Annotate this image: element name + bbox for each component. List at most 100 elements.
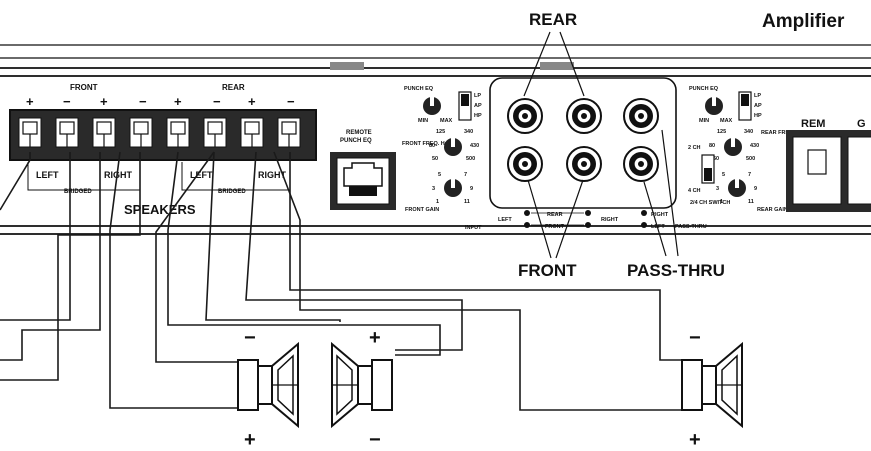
- amplifier-body-outline: [0, 67, 871, 235]
- polarity-2: −: [63, 94, 71, 109]
- rear-freq-tick-5: 50: [713, 156, 719, 162]
- remote-label: REMOTE: [346, 130, 372, 136]
- speaker-3: [681, 343, 743, 427]
- rear-freq-knob[interactable]: [724, 138, 742, 156]
- front-punch-eq-knob[interactable]: [423, 97, 441, 115]
- pass-thru-right-label: RIGHT: [651, 212, 669, 218]
- polarity-3: +: [100, 94, 108, 109]
- gnd-terminal[interactable]: [847, 136, 871, 205]
- front-callout-lines: [527, 179, 584, 259]
- front-freq-tick-5: 50: [432, 156, 438, 162]
- front-filter-switch[interactable]: [458, 91, 472, 121]
- speaker-3-top-polarity: −: [689, 327, 701, 349]
- rear-filter-switch[interactable]: [738, 91, 752, 121]
- ch-switch[interactable]: [701, 154, 715, 184]
- front-freq-tick-3: 80: [429, 143, 435, 149]
- rear-gain-tick-3: 3: [716, 186, 719, 192]
- rear-left-label: LEFT: [190, 170, 213, 180]
- front-freq-tick-1: 125: [436, 129, 445, 135]
- front-gain-tick-2: 7: [464, 172, 467, 178]
- front-switch-ap: AP: [474, 103, 482, 109]
- polarity-1: +: [26, 94, 34, 109]
- rear-switch-ap: AP: [754, 103, 762, 109]
- rear-callout-lines: [523, 31, 585, 97]
- pass-thru-left-label: LEFT: [651, 224, 665, 230]
- speakers-label: SPEAKERS: [124, 202, 196, 217]
- front-callout: FRONT: [518, 261, 577, 280]
- front-freq-knob[interactable]: [444, 138, 462, 156]
- front-left-label: LEFT: [36, 170, 59, 180]
- terminal-2[interactable]: [50, 113, 84, 155]
- rca-front-right[interactable]: [566, 146, 602, 182]
- rca-rear-left[interactable]: [507, 98, 543, 134]
- gnd-label: G: [857, 118, 866, 130]
- input-dot-3: [585, 210, 591, 216]
- terminal-6[interactable]: [198, 113, 232, 155]
- rca-rear-right[interactable]: [566, 98, 602, 134]
- front-max-label: MAX: [440, 118, 453, 124]
- input-dot-4: [585, 222, 591, 228]
- polarity-4: −: [139, 94, 147, 109]
- rca-input-panel: [489, 77, 677, 209]
- input-dot-1: [524, 210, 530, 216]
- terminal-5[interactable]: [161, 113, 195, 155]
- terminal-4[interactable]: [124, 113, 158, 155]
- terminal-7[interactable]: [235, 113, 269, 155]
- input-left-label: LEFT: [498, 217, 512, 223]
- input-label: INPUT: [465, 225, 482, 231]
- polarity-5: +: [174, 94, 182, 109]
- ch-2-label: 2 CH: [688, 145, 701, 151]
- rear-max-label: MAX: [720, 118, 733, 124]
- rear-right-label: RIGHT: [258, 170, 287, 180]
- front-gain-label: FRONT GAIN: [405, 207, 439, 213]
- remote-punch-eq-port[interactable]: [330, 152, 396, 210]
- rear-callout: REAR: [529, 10, 577, 29]
- rear-freq-tick-2: 340: [744, 129, 753, 135]
- rear-gain-knob[interactable]: [728, 179, 746, 197]
- rear-gain-tick-6: 11: [748, 199, 754, 205]
- front-gain-tick-1: 5: [438, 172, 441, 178]
- ch-switch-label: 2/4 CH SWITCH: [690, 200, 730, 206]
- rear-freq-tick-4: 430: [750, 143, 759, 149]
- rear-gain-tick-4: 9: [754, 186, 757, 192]
- input-rear-label: REAR: [547, 212, 563, 218]
- front-gain-knob[interactable]: [444, 179, 462, 197]
- rear-gain-tick-5: 1: [720, 199, 723, 205]
- front-gain-tick-5: 1: [436, 199, 439, 205]
- speaker-1-top-polarity: −: [244, 327, 256, 349]
- speaker-2-top-polarity: +: [369, 327, 381, 349]
- speaker-3-bottom-polarity: +: [689, 429, 701, 451]
- front-gain-tick-6: 11: [464, 199, 470, 205]
- front-switch-hp: HP: [474, 113, 482, 119]
- rear-freq-label: REAR FREQ. Hz: [761, 130, 803, 136]
- title: Amplifier: [762, 11, 845, 32]
- ch-4-label: 4 CH: [688, 188, 701, 194]
- terminal-group-rear: REAR: [222, 83, 245, 92]
- front-freq-label: FRONT FREQ. Hz: [402, 141, 448, 147]
- front-freq-tick-4: 430: [470, 143, 479, 149]
- speaker-1-bottom-polarity: +: [244, 429, 256, 451]
- rear-freq-tick-3: 80: [709, 143, 715, 149]
- pass-thru-dot-1: [641, 210, 647, 216]
- rear-punch-eq-knob[interactable]: [705, 97, 723, 115]
- rca-front-left[interactable]: [507, 146, 543, 182]
- terminal-group-front: FRONT: [70, 83, 98, 92]
- rear-freq-tick-1: 125: [717, 129, 726, 135]
- rem-label: REM: [801, 118, 825, 130]
- rear-freq-tick-6: 500: [746, 156, 755, 162]
- rca-pass-thru-right[interactable]: [623, 98, 659, 134]
- speaker-wiring: [0, 151, 682, 411]
- rear-gain-label: REAR GAIN: [757, 207, 788, 213]
- terminal-8[interactable]: [272, 113, 306, 155]
- terminal-3[interactable]: [87, 113, 121, 155]
- input-front-label: FRONT: [545, 224, 565, 230]
- polarity-6: −: [213, 94, 221, 109]
- rca-pass-thru-left[interactable]: [623, 146, 659, 182]
- rem-screw: [807, 149, 827, 175]
- body-slot-2: [540, 62, 574, 70]
- rear-gain-tick-1: 5: [722, 172, 725, 178]
- front-switch-lp: LP: [474, 93, 481, 99]
- terminal-1[interactable]: [13, 113, 47, 155]
